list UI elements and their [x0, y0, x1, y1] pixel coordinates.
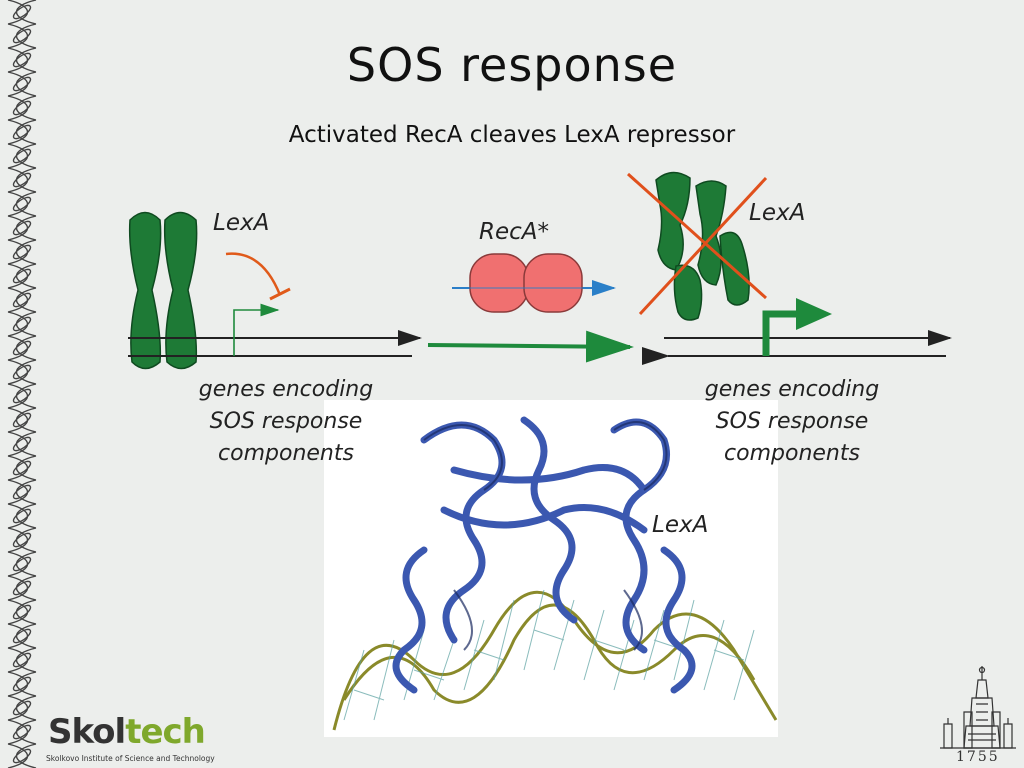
cross-line-2: [638, 176, 768, 316]
msu-building-emblem: [940, 666, 1016, 749]
structure-lexa-label: LexA: [652, 512, 709, 538]
left-genes-line-2: SOS response: [209, 409, 363, 434]
right-genes-line-2: SOS response: [715, 409, 869, 434]
skoltech-logo: Skoltech Skolkovo Institute of Science a…: [44, 710, 216, 766]
lexa-ribbon-structure: [332, 416, 778, 731]
left-lexa-label: LexA: [213, 210, 270, 236]
dna-border-decoration: [7, 0, 37, 768]
lexa-dimer-bound: [128, 211, 198, 370]
left-genes-line-3: components: [218, 441, 354, 466]
left-promoter-arrow: [233, 303, 280, 356]
right-genes-caption: genes encoding SOS response components: [682, 374, 902, 470]
reca-star-complex: [452, 253, 600, 313]
emblem-year: 1755: [956, 749, 1000, 765]
reca-label: RecA*: [479, 219, 550, 245]
left-genes-line-1: genes encoding: [198, 377, 374, 402]
skoltech-full-name: Skolkovo Institute of Science and Techno…: [46, 754, 215, 763]
logo-part-skol: Skol: [48, 712, 126, 752]
right-genes-line-3: components: [724, 441, 860, 466]
left-genes-caption: genes encoding SOS response components: [176, 374, 396, 470]
right-promoter-arrow: [762, 310, 800, 356]
slide-title: SOS response: [346, 38, 678, 92]
lexa-cleaved-fragments: [655, 171, 750, 321]
cross-line-1: [626, 172, 768, 300]
transition-green-arrow: [427, 330, 634, 363]
lexa-inhibition-curve: [225, 252, 282, 296]
logo-part-tech: tech: [125, 712, 206, 752]
skoltech-wordmark: Skoltech: [48, 712, 206, 752]
slide-subtitle: Activated RecA cleaves LexA repressor: [288, 122, 736, 148]
lexa-dna-structure-image: [324, 400, 778, 737]
right-promoter-arrowhead: [796, 298, 832, 330]
inhibition-bar: [269, 287, 291, 301]
right-genes-line-1: genes encoding: [704, 377, 880, 402]
right-lexa-label: LexA: [749, 200, 806, 226]
